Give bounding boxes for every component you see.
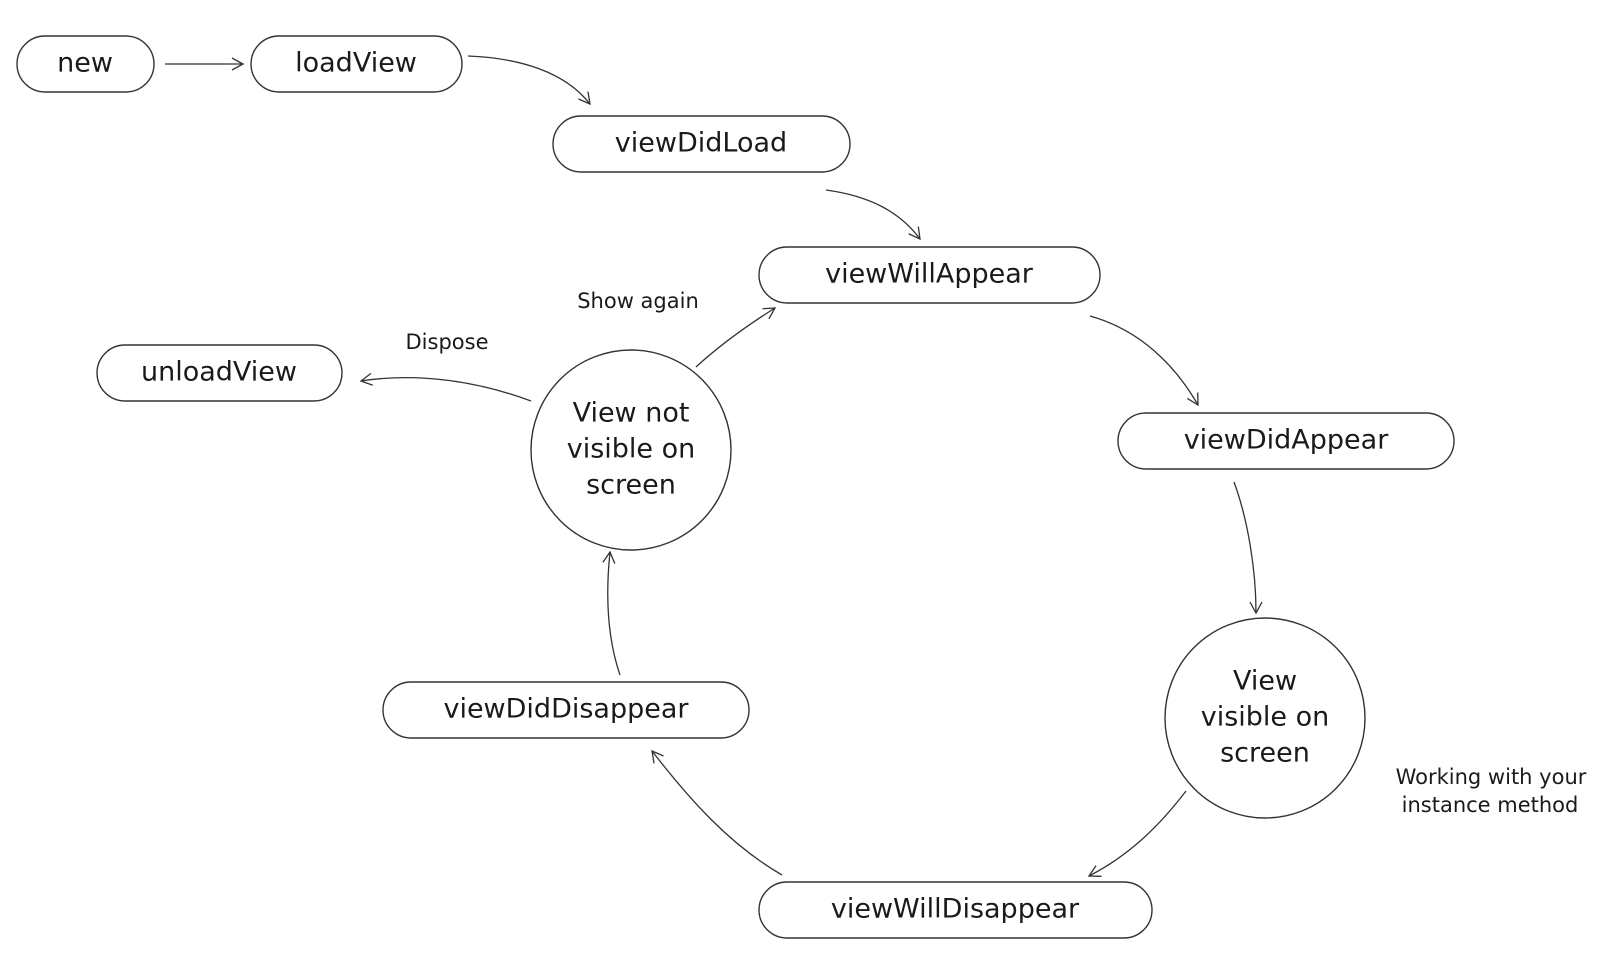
node-label: loadView: [295, 48, 417, 79]
node-unloadview: unloadView: [96, 344, 343, 402]
state-not-visible: View not visible on screen: [530, 349, 732, 551]
edge-viewdidappear-to-visible: [1233, 481, 1263, 615]
state-visible: View visible on screen: [1164, 617, 1366, 819]
state-label-line: visible on: [567, 434, 696, 465]
node-label: viewWillAppear: [825, 259, 1034, 290]
edge-loadview-to-viewdidload: [467, 55, 591, 106]
node-label: viewDidAppear: [1184, 425, 1390, 456]
annotation-dispose: Dispose: [406, 330, 489, 354]
node-viewwilldisappear: viewWillDisappear: [758, 881, 1153, 939]
state-label-line: View not: [573, 398, 690, 429]
state-label-line: visible on: [1201, 702, 1330, 733]
state-label-line: screen: [586, 470, 676, 501]
node-viewdidload: viewDidLoad: [552, 115, 851, 173]
edge-viewwilldisappear-to-viewdiddisappear: [651, 749, 783, 876]
edges: [165, 55, 1263, 877]
edge-notvisible-to-unloadview: [359, 372, 532, 402]
node-label: viewDidLoad: [615, 128, 787, 159]
node-viewdiddisappear: viewDidDisappear: [382, 681, 750, 739]
node-label: new: [57, 48, 113, 79]
annotation-working-line: instance method: [1402, 793, 1579, 817]
node-new: new: [16, 35, 155, 93]
edge-viewdidload-to-viewwillappear: [825, 189, 921, 241]
edge-viewdiddisappear-to-notvisible: [602, 550, 621, 676]
node-label: unloadView: [141, 357, 297, 388]
edge-visible-to-viewwilldisappear: [1087, 790, 1187, 877]
edge-notvisible-to-viewwillappear: [695, 307, 777, 368]
node-viewwillappear: viewWillAppear: [758, 246, 1101, 304]
annotation-show-again: Show again: [577, 289, 699, 313]
node-label: viewWillDisappear: [831, 894, 1080, 925]
edge-viewwillappear-to-viewdidappear: [1089, 315, 1199, 407]
node-loadview: loadView: [250, 35, 463, 93]
state-label-line: View: [1233, 666, 1297, 697]
state-label-line: screen: [1220, 738, 1310, 769]
node-viewdidappear: viewDidAppear: [1117, 412, 1455, 470]
node-label: viewDidDisappear: [443, 694, 689, 725]
annotation-working-line: Working with your: [1396, 765, 1587, 789]
